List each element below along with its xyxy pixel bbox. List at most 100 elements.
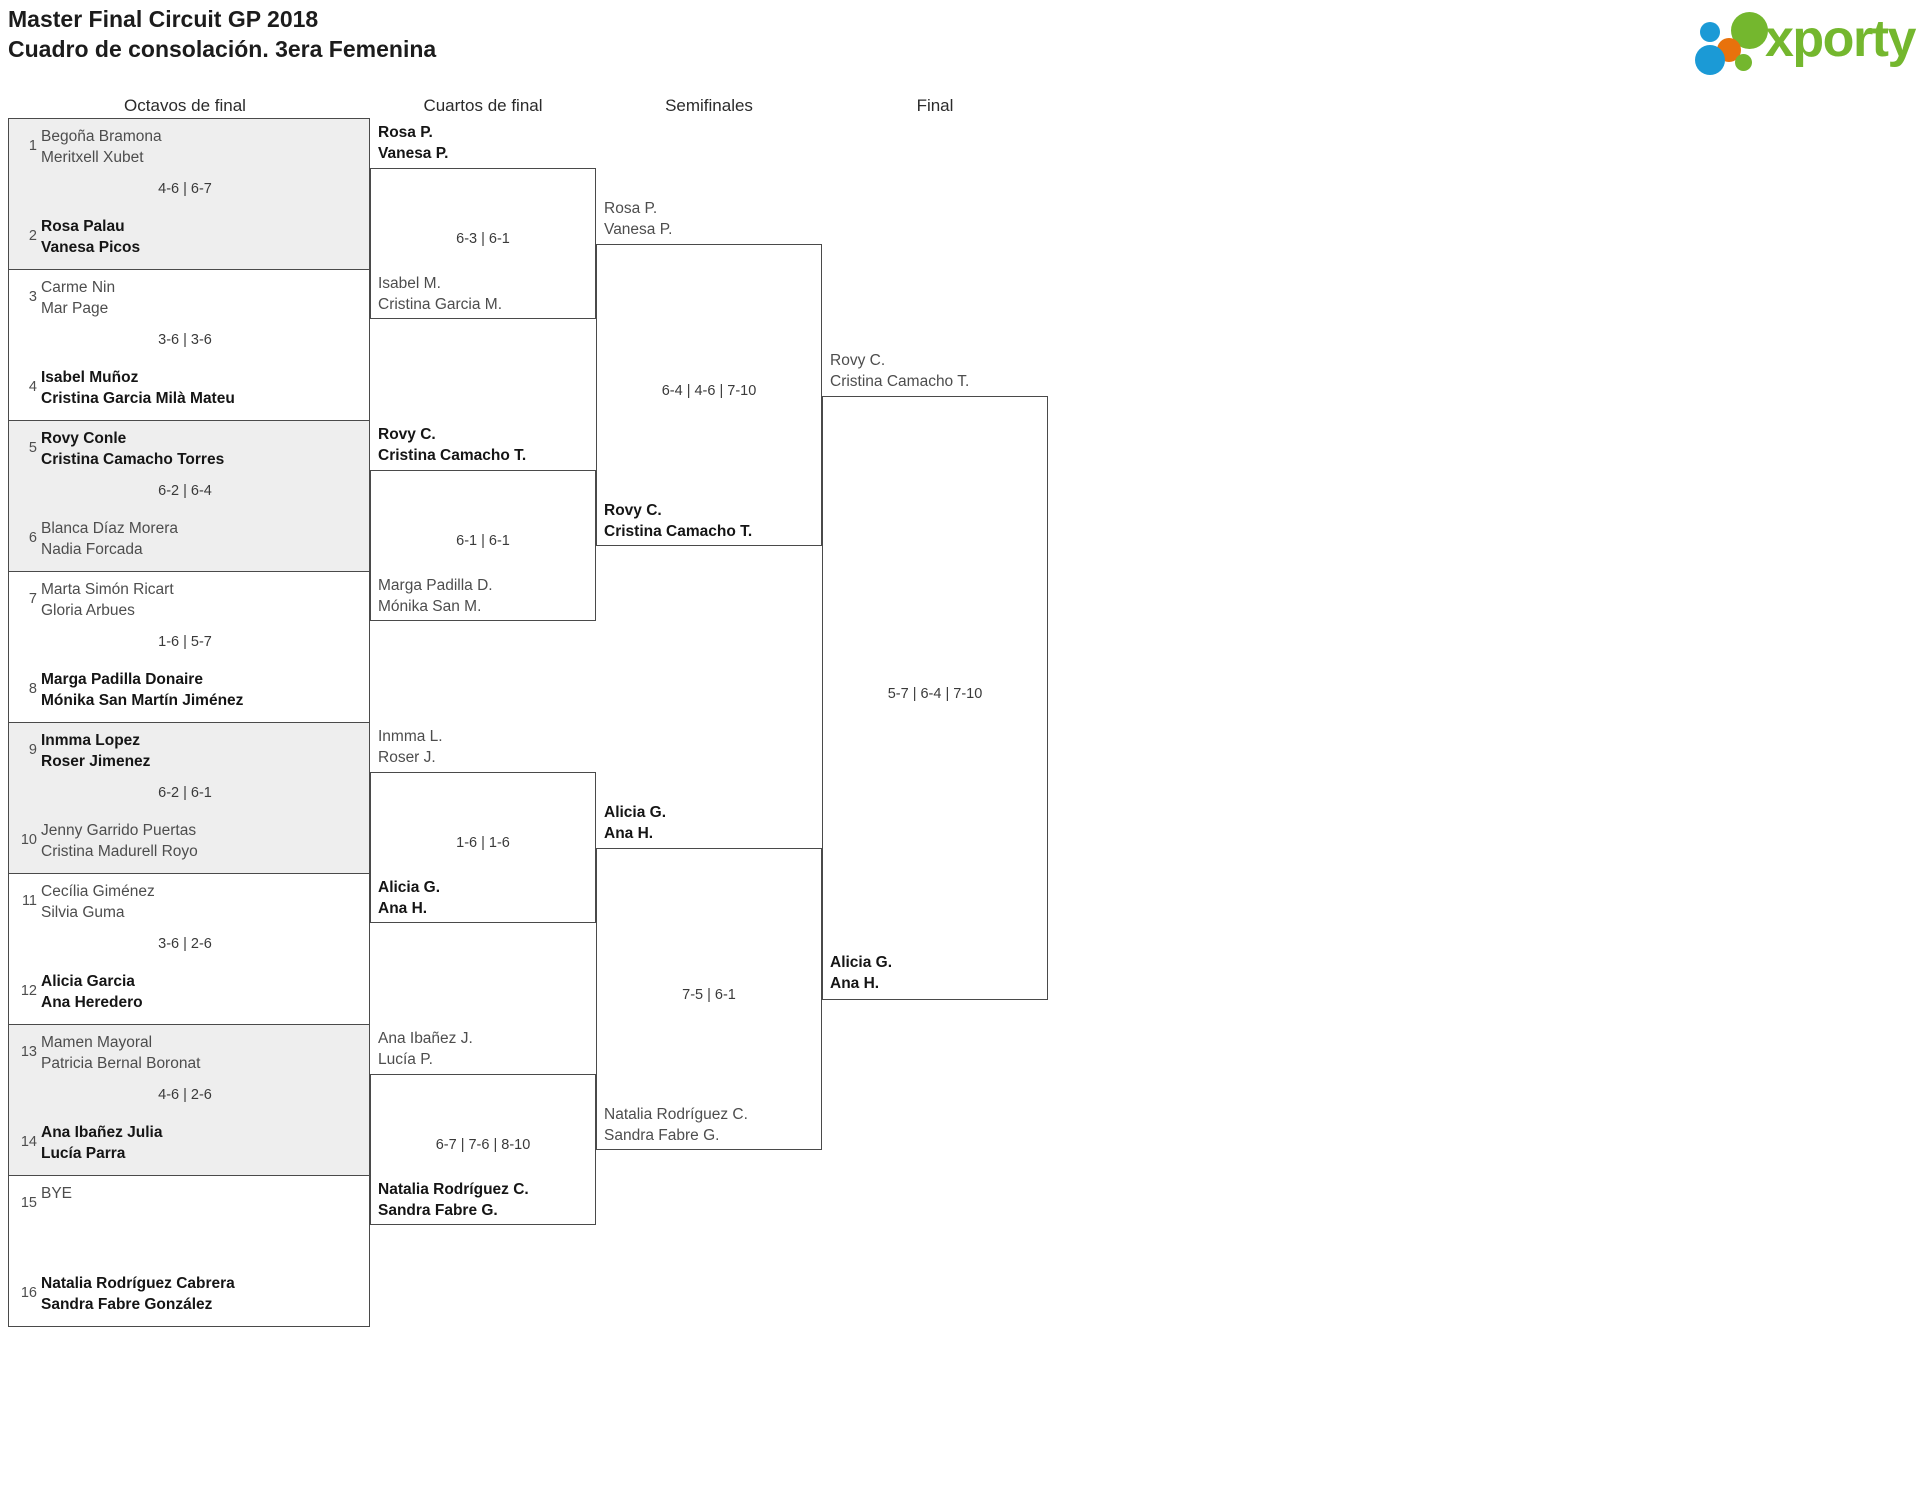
- player-names: Rosa Palau Vanesa Picos: [41, 216, 140, 258]
- player-names: BYE: [41, 1183, 72, 1204]
- player-name-1: Natalia Rodríguez C.: [604, 1106, 748, 1123]
- list-item[interactable]: 1 Begoña Bramona Meritxell Xubet: [9, 125, 369, 171]
- player-name-2: Gloria Arbues: [41, 602, 135, 619]
- player-name-1: Blanca Díaz Morera: [41, 520, 178, 537]
- table-row[interactable]: 13 Mamen Mayoral Patricia Bernal Boronat…: [9, 1025, 369, 1177]
- match-score: 6-2 | 6-1: [158, 785, 212, 801]
- player-names: Marta Simón Ricart Gloria Arbues: [41, 579, 174, 621]
- list-item[interactable]: 4 Isabel Muñoz Cristina Garcia Milà Mate…: [9, 366, 369, 412]
- match-box-sf-1[interactable]: 6-4 | 4-6 | 7-10: [596, 244, 822, 546]
- round-header-final: Final: [916, 96, 954, 115]
- list-item[interactable]: 7 Marta Simón Ricart Gloria Arbues: [9, 578, 369, 624]
- player-names: Alicia Garcia Ana Heredero: [41, 971, 143, 1013]
- list-item[interactable]: 15 BYE: [9, 1182, 369, 1228]
- player-name-1: Marta Simón Ricart: [41, 581, 174, 598]
- player-name-2: Cristina Camacho T.: [604, 523, 753, 540]
- match-score: 6-1 | 6-1: [456, 533, 510, 549]
- seed-number: 13: [20, 1044, 37, 1060]
- table-row[interactable]: 5 Rovy Conle Cristina Camacho Torres 6-2…: [9, 421, 369, 573]
- sf-entrant-bottom[interactable]: Rovy C. Cristina Camacho T.: [604, 500, 752, 542]
- player-name-1: Isabel M.: [378, 275, 441, 292]
- seed-number: 8: [28, 681, 37, 697]
- player-name-2: Roser Jimenez: [41, 753, 151, 770]
- player-name-2: Patricia Bernal Boronat: [41, 1055, 201, 1072]
- match-box-final[interactable]: 5-7 | 6-4 | 7-10: [822, 396, 1048, 1000]
- player-name-2: Nadia Forcada: [41, 541, 143, 558]
- xporty-logo[interactable]: xporty: [1695, 8, 1916, 75]
- player-name-2: Cristina Camacho T.: [830, 373, 970, 390]
- seed-number: 5: [28, 440, 37, 456]
- logo-dot-blue-large-icon: [1695, 45, 1725, 75]
- qf-entrant-bottom[interactable]: Marga Padilla D. Mónika San M.: [378, 575, 493, 617]
- player-name-1: Rovy Conle: [41, 430, 127, 447]
- table-row[interactable]: 7 Marta Simón Ricart Gloria Arbues 1-6 |…: [9, 572, 369, 724]
- list-item[interactable]: 13 Mamen Mayoral Patricia Bernal Boronat: [9, 1031, 369, 1077]
- qf-entrant-top[interactable]: Inmma L. Roser J.: [378, 726, 443, 768]
- list-item[interactable]: 3 Carme Nin Mar Page: [9, 276, 369, 322]
- list-item[interactable]: 10 Jenny Garrido Puertas Cristina Madure…: [9, 819, 369, 865]
- list-item[interactable]: 5 Rovy Conle Cristina Camacho Torres: [9, 427, 369, 473]
- player-name-1: Carme Nin: [41, 279, 116, 296]
- qf-entrant-top[interactable]: Rosa P. Vanesa P.: [378, 122, 448, 164]
- player-name-2: Ana H.: [830, 975, 880, 992]
- list-item[interactable]: 9 Inmma Lopez Roser Jimenez: [9, 729, 369, 775]
- player-name-1: Ana Ibañez J.: [378, 1030, 473, 1047]
- match-score: 1-6 | 5-7: [158, 634, 212, 650]
- qf-entrant-bottom[interactable]: Isabel M. Cristina Garcia M.: [378, 273, 502, 315]
- bracket-subtitle: Cuadro de consolación. 3era Femenina: [8, 36, 437, 62]
- list-item[interactable]: 16 Natalia Rodríguez Cabrera Sandra Fabr…: [9, 1272, 369, 1318]
- player-name-1: Begoña Bramona: [41, 128, 162, 145]
- sf-entrant-bottom[interactable]: Natalia Rodríguez C. Sandra Fabre G.: [604, 1104, 748, 1146]
- seed-number: 15: [20, 1195, 37, 1211]
- page-title: Master Final Circuit GP 2018 Cuadro de c…: [8, 4, 436, 64]
- qf-entrant-top[interactable]: Ana Ibañez J. Lucía P.: [378, 1028, 473, 1070]
- match-box-sf-2[interactable]: 7-5 | 6-1: [596, 848, 822, 1150]
- list-item[interactable]: 12 Alicia Garcia Ana Heredero: [9, 970, 369, 1016]
- player-name-1: Mamen Mayoral: [41, 1034, 153, 1051]
- player-name-2: Mar Page: [41, 300, 109, 317]
- player-name-2: Mónika San Martín Jiménez: [41, 692, 244, 709]
- table-row[interactable]: 9 Inmma Lopez Roser Jimenez 6-2 | 6-1 10…: [9, 723, 369, 875]
- qf-entrant-top[interactable]: Rovy C. Cristina Camacho T.: [378, 424, 526, 466]
- player-name-1: Inmma Lopez: [41, 732, 141, 749]
- table-row[interactable]: 3 Carme Nin Mar Page 3-6 | 3-6 4 Isabel …: [9, 270, 369, 422]
- player-name-1: Natalia Rodríguez C.: [378, 1181, 529, 1198]
- match-box-qf-1[interactable]: 6-3 | 6-1: [370, 168, 596, 319]
- list-item[interactable]: 14 Ana Ibañez Julia Lucía Parra: [9, 1121, 369, 1167]
- player-name-2: Ana H.: [604, 825, 654, 842]
- player-name-2: Vanesa P.: [604, 221, 673, 238]
- final-entrant-top[interactable]: Rovy C. Cristina Camacho T.: [830, 350, 969, 392]
- player-names: Marga Padilla Donaire Mónika San Martín …: [41, 669, 243, 711]
- player-name-2: Silvia Guma: [41, 904, 125, 921]
- player-name-1: Rovy C.: [604, 502, 662, 519]
- player-names: Rovy Conle Cristina Camacho Torres: [41, 428, 224, 470]
- table-row[interactable]: 1 Begoña Bramona Meritxell Xubet 4-6 | 6…: [9, 119, 369, 271]
- player-name-2: Ana H.: [378, 900, 428, 917]
- match-box-qf-3[interactable]: 1-6 | 1-6: [370, 772, 596, 923]
- player-name-1: Ana Ibañez Julia: [41, 1124, 163, 1141]
- player-name-1: Cecília Giménez: [41, 883, 155, 900]
- list-item[interactable]: 2 Rosa Palau Vanesa Picos: [9, 215, 369, 261]
- player-name-2: Vanesa P.: [378, 145, 449, 162]
- list-item[interactable]: 8 Marga Padilla Donaire Mónika San Martí…: [9, 668, 369, 714]
- round-header-octavos: Octavos de final: [124, 96, 246, 115]
- seed-number: 3: [28, 289, 37, 305]
- table-row[interactable]: 11 Cecília Giménez Silvia Guma 3-6 | 2-6…: [9, 874, 369, 1026]
- table-row[interactable]: 15 BYE 16 Natalia Rodríguez Cabrera Sand…: [9, 1176, 369, 1327]
- sf-entrant-top[interactable]: Rosa P. Vanesa P.: [604, 198, 672, 240]
- final-entrant-bottom[interactable]: Alicia G. Ana H.: [830, 952, 892, 994]
- logo-dots-icon: [1695, 10, 1781, 75]
- match-box-qf-4[interactable]: 6-7 | 7-6 | 8-10: [370, 1074, 596, 1225]
- qf-entrant-bottom[interactable]: Natalia Rodríguez C. Sandra Fabre G.: [378, 1179, 529, 1221]
- match-box-qf-2[interactable]: 6-1 | 6-1: [370, 470, 596, 621]
- match-score: 6-7 | 7-6 | 8-10: [435, 1137, 531, 1153]
- list-item[interactable]: 6 Blanca Díaz Morera Nadia Forcada: [9, 517, 369, 563]
- round-header-semifinales: Semifinales: [665, 96, 753, 115]
- player-names: Natalia Rodríguez Cabrera Sandra Fabre G…: [41, 1273, 235, 1315]
- player-names: Ana Ibañez Julia Lucía Parra: [41, 1122, 162, 1164]
- qf-entrant-bottom[interactable]: Alicia G. Ana H.: [378, 877, 440, 919]
- player-name-2: Vanesa Picos: [41, 239, 141, 256]
- list-item[interactable]: 11 Cecília Giménez Silvia Guma: [9, 880, 369, 926]
- player-name-1: Rovy C.: [378, 426, 436, 443]
- sf-entrant-top[interactable]: Alicia G. Ana H.: [604, 802, 666, 844]
